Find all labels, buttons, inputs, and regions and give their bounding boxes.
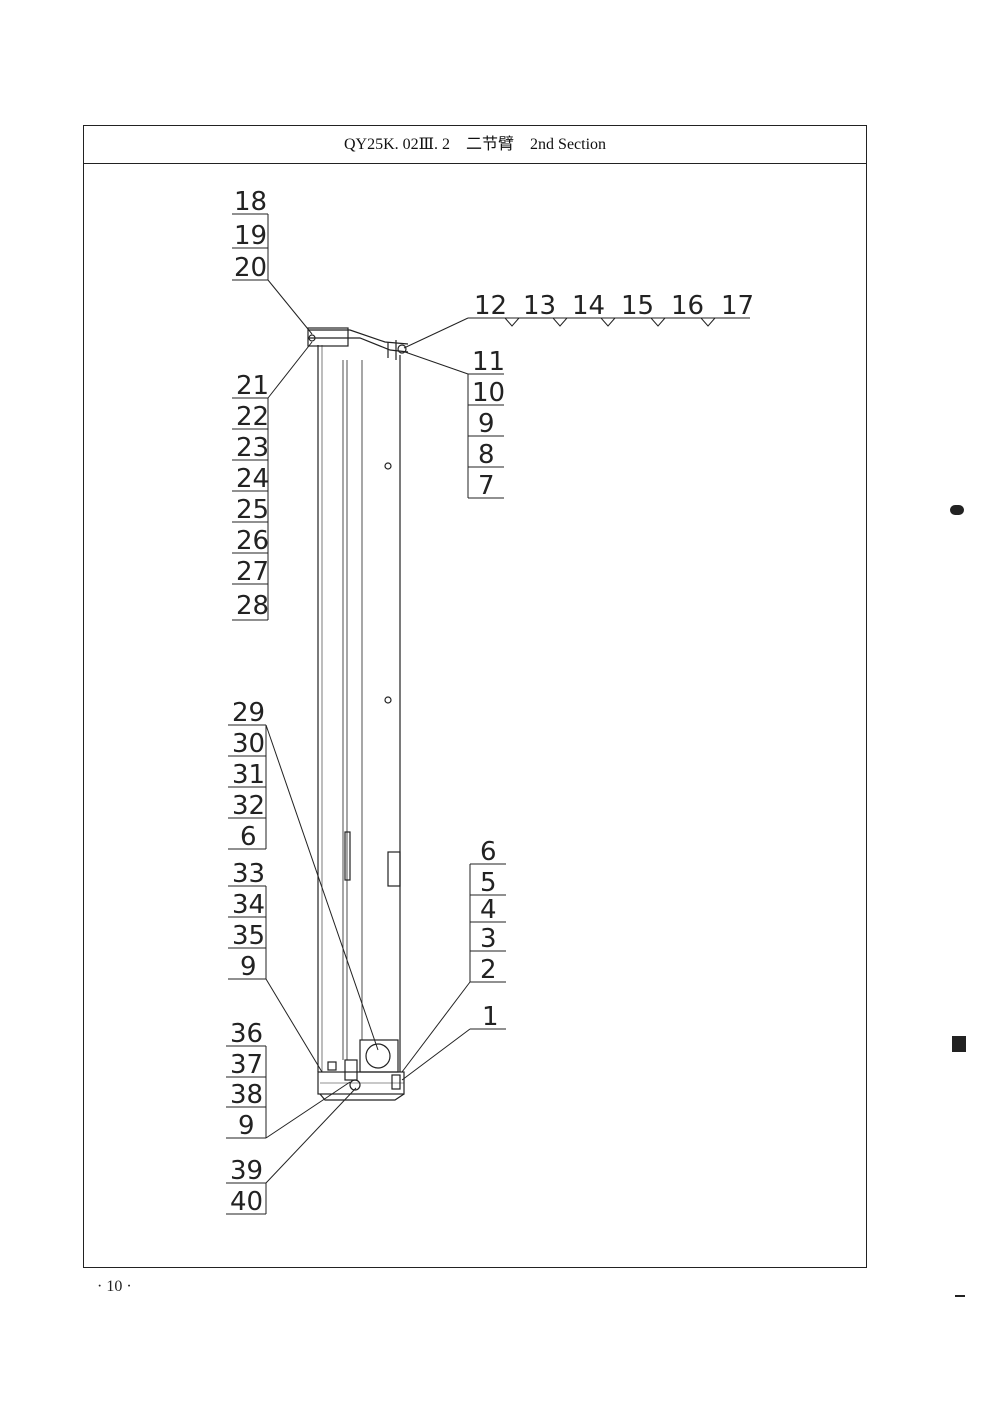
callout-label: 12	[474, 291, 507, 321]
scan-mark	[952, 1036, 966, 1052]
callout-label: 10	[472, 378, 505, 408]
callout-label: 33	[232, 859, 265, 889]
callout-label: 9	[478, 409, 495, 439]
callout-label: 32	[232, 791, 265, 821]
scan-mark	[955, 1295, 965, 1297]
page-number: · 10 ·	[97, 1278, 132, 1295]
callout-label: 37	[230, 1050, 263, 1080]
callout-label: 39	[230, 1156, 263, 1186]
callout-label: 36	[230, 1019, 263, 1049]
callout-label: 14	[572, 291, 605, 321]
callout-label: 13	[523, 291, 556, 321]
callout-label: 23	[236, 433, 269, 463]
callout-label: 16	[671, 291, 704, 321]
callout-label: 9	[240, 952, 257, 982]
callout-label: 29	[232, 698, 265, 728]
callout-label: 21	[236, 371, 269, 401]
callout-label: 34	[232, 890, 265, 920]
callout-label: 27	[236, 557, 269, 587]
callout-label: 31	[232, 760, 265, 790]
callout-label: 9	[238, 1111, 255, 1141]
drawing-frame: QY25K. 02Ⅲ. 2 二节臂 2nd Section	[83, 125, 867, 1268]
callout-label: 5	[480, 868, 497, 898]
callout-label: 18	[234, 187, 267, 217]
callout-label: 35	[232, 921, 265, 951]
callout-label: 7	[478, 471, 495, 501]
callout-label: 11	[472, 347, 505, 377]
callout-label: 3	[480, 924, 497, 954]
callout-label: 8	[478, 440, 495, 470]
callout-label: 6	[240, 822, 257, 852]
drawing-title: QY25K. 02Ⅲ. 2 二节臂 2nd Section	[84, 126, 866, 164]
callout-label: 22	[236, 402, 269, 432]
callout-label: 28	[236, 591, 269, 621]
callout-label: 15	[621, 291, 654, 321]
callout-label: 19	[234, 221, 267, 251]
callout-label: 40	[230, 1187, 263, 1217]
scan-mark	[950, 505, 964, 515]
callout-label: 17	[721, 291, 754, 321]
callout-label: 4	[480, 895, 497, 925]
callout-label: 38	[230, 1080, 263, 1110]
boom-body	[307, 327, 409, 1101]
callout-label: 20	[234, 253, 267, 283]
callout-label: 26	[236, 526, 269, 556]
callout-label: 25	[236, 495, 269, 525]
callout-labels: 18 19 20 12 13 14 15 16 17 11 10 9 8 7 2…	[230, 187, 754, 1217]
callout-leaders	[226, 213, 750, 1215]
callout-label: 2	[480, 955, 497, 985]
callout-label: 1	[482, 1002, 499, 1032]
callout-label: 24	[236, 464, 269, 494]
callout-label: 6	[480, 837, 497, 867]
callout-label: 30	[232, 729, 265, 759]
